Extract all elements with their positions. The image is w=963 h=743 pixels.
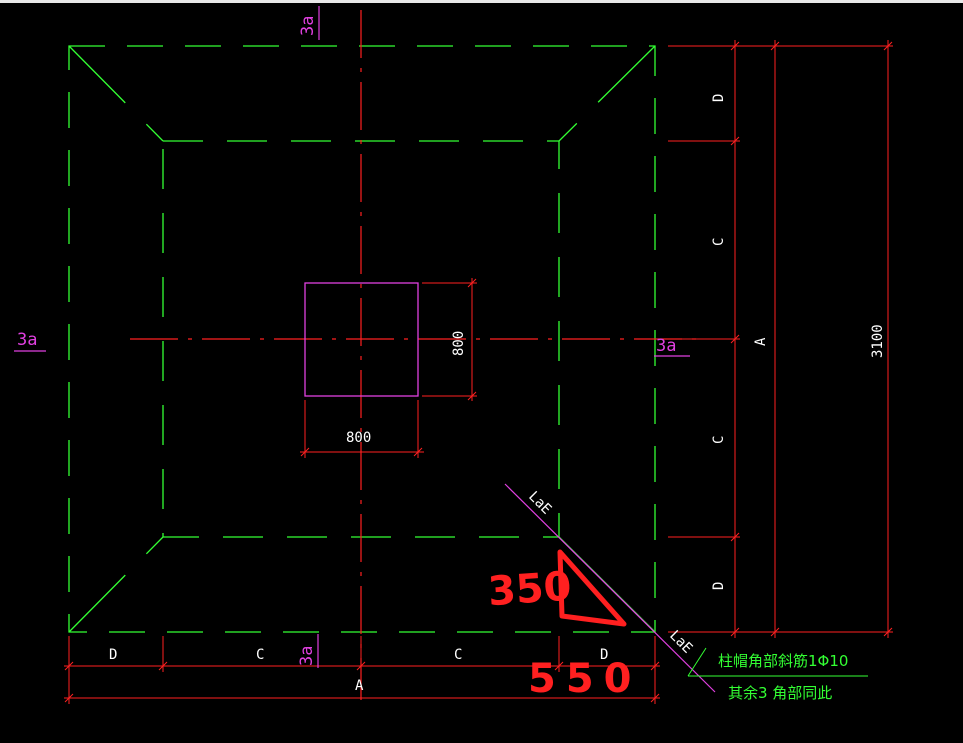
column-height-dimension xyxy=(422,278,477,401)
right-dim-c1: C xyxy=(711,238,727,246)
column-height-label: 800 xyxy=(451,331,467,356)
column-width-label: 800 xyxy=(346,430,371,446)
handwritten-350: 350 xyxy=(486,563,573,615)
section-label-bottom: 3a xyxy=(297,646,317,666)
column-outline xyxy=(304,282,419,397)
section-label-top: 3a xyxy=(298,16,318,36)
bottom-dim-d1: D xyxy=(109,647,117,663)
bottom-dim-d2: D xyxy=(600,647,608,663)
note-line-2: 其余3 角部同此 xyxy=(728,684,832,702)
section-marker-bottom: 3a xyxy=(297,634,319,668)
note-line-1: 柱帽角部斜筋1Φ10 xyxy=(718,652,848,670)
right-dim-d2: D xyxy=(711,582,727,590)
section-marker-left: 3a xyxy=(14,330,46,352)
corner-diagonals xyxy=(68,45,656,633)
axis-lines xyxy=(130,10,700,700)
section-marker-center: 3a xyxy=(654,336,690,357)
handwritten-550: 550 xyxy=(528,656,642,702)
corner-rebar-line xyxy=(504,483,716,693)
overall-height-label: 3100 xyxy=(870,324,886,358)
column-width-dimension xyxy=(300,400,424,458)
bottom-dim-c2: C xyxy=(454,647,462,663)
handwritten-triangle xyxy=(557,549,627,627)
note-leader xyxy=(687,647,868,677)
bottom-dim-c1: C xyxy=(256,647,264,663)
right-dimension-chain xyxy=(668,40,893,638)
section-marker-top: 3a xyxy=(298,6,320,40)
lae-label-upper: LaE xyxy=(525,489,554,518)
section-label-center: 3a xyxy=(656,336,676,356)
right-dim-total: A xyxy=(753,337,769,346)
right-dim-d1: D xyxy=(711,94,727,102)
bottom-dim-total: A xyxy=(355,678,364,694)
right-dim-c2: C xyxy=(711,436,727,444)
window-top-edge xyxy=(0,0,963,3)
section-label-left: 3a xyxy=(17,330,37,350)
bottom-dimension-chain xyxy=(64,636,660,704)
